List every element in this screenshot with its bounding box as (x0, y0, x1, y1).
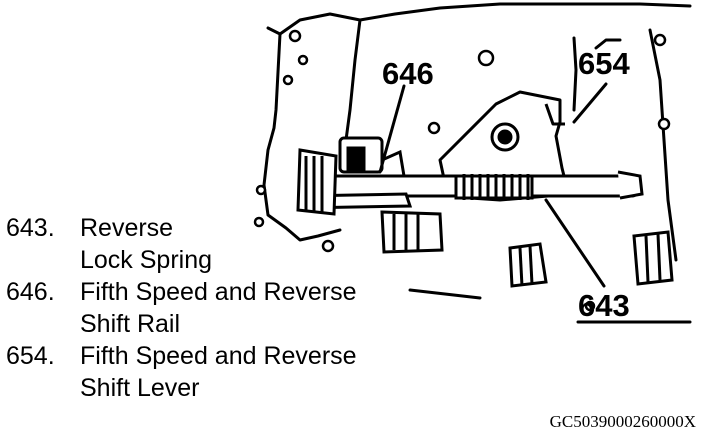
gear-set (296, 148, 674, 288)
legend-description: Reverse Lock Spring (80, 214, 213, 274)
legend-description: Fifth Speed and Reverse Shift Rail (80, 278, 357, 338)
legend-number: 646. (6, 278, 55, 306)
legend-description: Fifth Speed and Reverse Shift Lever (80, 342, 357, 402)
parts-legend: 643. Reverse Lock Spring 646. Fifth Spee… (6, 212, 357, 404)
callout-646: 646 (382, 56, 434, 91)
leader-lines (378, 82, 692, 324)
reverse-lock-spring-643 (454, 174, 534, 200)
legend-item-643: 643. Reverse Lock Spring (6, 212, 357, 276)
legend-item-654: 654. Fifth Speed and Reverse Shift Lever (6, 340, 357, 404)
legend-item-646: 646. Fifth Speed and Reverse Shift Rail (6, 276, 357, 340)
callout-654: 654 (578, 46, 630, 81)
legend-number: 643. (6, 214, 55, 242)
housing-outline (262, 2, 692, 262)
callout-643: 643 (578, 288, 630, 323)
figure-id: GC5039000260000X (549, 412, 696, 431)
legend-number: 654. (6, 342, 55, 370)
case-bolts (253, 29, 671, 312)
interlock-assembly (338, 136, 406, 177)
